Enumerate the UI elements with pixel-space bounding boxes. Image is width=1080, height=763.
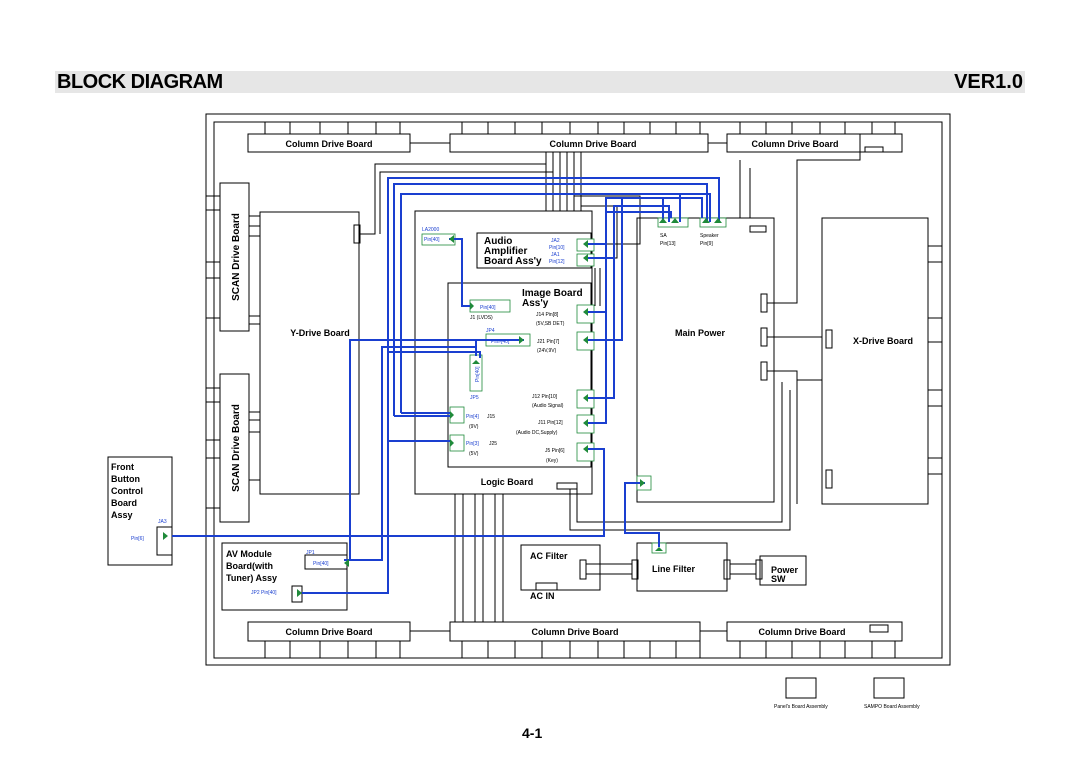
- power-sw-label-1: Power: [771, 565, 799, 575]
- column-top-left-label: Column Drive Board: [285, 139, 372, 149]
- jp1-label: JP1: [306, 550, 315, 556]
- j15-desc: (9V): [469, 424, 479, 430]
- legend-sampo-box: [873, 677, 905, 699]
- front-label-1: Front: [111, 462, 134, 472]
- j21-desc: (24V,9V): [537, 348, 557, 354]
- ja1-label: JA1: [551, 252, 560, 258]
- la2000-label: LA2000: [422, 227, 439, 233]
- front-label-4: Board: [111, 498, 137, 508]
- x-drive-label: X-Drive Board: [853, 336, 913, 346]
- sa-pin-label: Pin[13]: [660, 241, 676, 247]
- page-number: 4-1: [522, 725, 543, 741]
- scan-board-bottom: [219, 373, 250, 523]
- outer-frame: [205, 113, 951, 666]
- page-title: BLOCK DIAGRAM: [57, 71, 223, 93]
- j1-label: J1 (LVDS): [470, 315, 493, 321]
- j11-desc: (Audio DC,Supply): [516, 430, 558, 436]
- jp2-label: JP2 Pin[40]: [251, 590, 277, 596]
- ac-filter-label: AC Filter: [530, 551, 568, 561]
- image-board: [447, 282, 592, 468]
- image-label-2: Ass'y: [522, 298, 549, 309]
- j14-desc: (5V,SB DET): [536, 321, 565, 327]
- legend-sampo-label: SAMPO Board Assembly: [864, 704, 920, 710]
- column-top-mid-label: Column Drive Board: [549, 139, 636, 149]
- ja3-label: JA3: [158, 519, 167, 525]
- scan-top-label: SCAN Drive Board: [231, 213, 242, 301]
- jp4-pin-label: Pin#[40]: [491, 339, 510, 345]
- x-drive-board: [821, 217, 929, 505]
- power-sw-box: [759, 555, 807, 586]
- ac-filter-box: [520, 544, 601, 591]
- j25-label: J25: [489, 441, 497, 447]
- ja2-pin-label: Pin[10]: [549, 245, 565, 251]
- image-label-1: Image Board: [522, 288, 583, 299]
- j21-label: J21 Pin[7]: [537, 339, 560, 345]
- av-label-3: Tuner) Assy: [226, 573, 277, 583]
- column-bot-right-label: Column Drive Board: [758, 627, 845, 637]
- legend-panel-box: [785, 677, 817, 699]
- front-label-5: Assy: [111, 510, 133, 520]
- j5-desc: (Key): [546, 458, 558, 464]
- sa-label: SA: [660, 233, 667, 239]
- jp5-label: JP5: [470, 395, 479, 401]
- j12-label: J12 Pin[10]: [532, 394, 558, 400]
- y-drive-board: [259, 211, 360, 495]
- jp4-label: JP4: [486, 328, 495, 334]
- line-filter-label: Line Filter: [652, 564, 696, 574]
- ja1-pin-label: Pin[12]: [549, 259, 565, 265]
- main-power-board: [636, 217, 775, 503]
- front-label-2: Button: [111, 474, 140, 484]
- j15-pin-label: Pin[4]: [466, 414, 479, 420]
- column-bot-mid-label: Column Drive Board: [531, 627, 618, 637]
- j1-pin-label: Pin[40]: [480, 305, 496, 311]
- scan-bottom-label: SCAN Drive Board: [231, 404, 242, 492]
- av-label-1: AV Module: [226, 549, 272, 559]
- j25-desc: (5V): [469, 451, 479, 457]
- column-bot-left-label: Column Drive Board: [285, 627, 372, 637]
- av-module-board: [221, 542, 348, 611]
- logic-board-label: Logic Board: [481, 477, 534, 487]
- j14-label: J14 Pin[8]: [536, 312, 559, 318]
- front-label-3: Control: [111, 486, 143, 496]
- j25-pin-label: Pin[3]: [466, 441, 479, 447]
- j15-label: J15: [487, 414, 495, 420]
- line-filter-box: [636, 542, 728, 592]
- la-pin-label: Pin[40]: [424, 237, 440, 243]
- version-label: VER1.0: [954, 71, 1023, 93]
- speaker-pin-label: Pin[9]: [700, 241, 713, 247]
- j12-desc: (Audio Signal): [532, 403, 564, 409]
- audio-label-3: Board Ass'y: [484, 256, 542, 267]
- column-top-right-label: Column Drive Board: [751, 139, 838, 149]
- header-bar: BLOCK DIAGRAM VER1.0: [55, 71, 1025, 93]
- speaker-label: Speaker: [700, 233, 719, 239]
- ja3-pin-label: Pin[6]: [131, 536, 144, 542]
- av-label-2: Board(with: [226, 561, 273, 571]
- audio-label-1: Audio: [484, 236, 512, 247]
- audio-label-2: Amplifier: [484, 246, 527, 257]
- jp5-pin-label: Pin[40]: [475, 366, 481, 382]
- power-sw-label-2: SW: [771, 574, 786, 584]
- ac-in-label: AC IN: [530, 591, 555, 601]
- wire-j15: [393, 183, 708, 416]
- j5-label: J5 Pin[6]: [545, 448, 565, 454]
- jp1-pin-label: Pin[40]: [313, 561, 329, 567]
- ja2-label: JA2: [551, 238, 560, 244]
- j11-label: J11 Pin[12]: [538, 420, 563, 426]
- front-button-board: [107, 456, 173, 566]
- main-power-label: Main Power: [675, 328, 726, 338]
- scan-board-top: [219, 182, 250, 332]
- y-drive-label: Y-Drive Board: [290, 328, 350, 338]
- legend-panel-label: Panel's Board Assembly: [774, 704, 828, 710]
